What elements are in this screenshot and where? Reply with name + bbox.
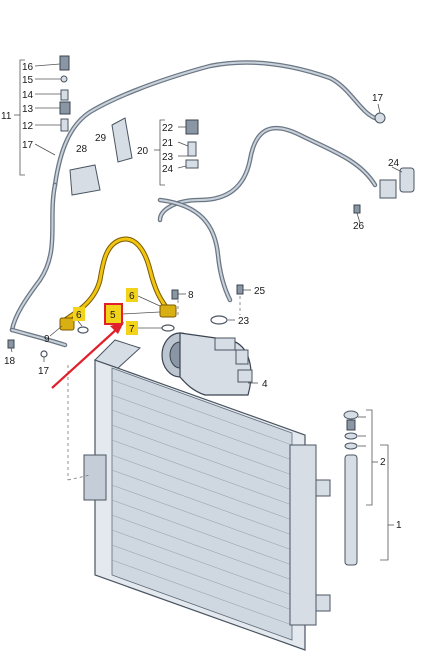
callout-17-lower: 17 bbox=[38, 366, 50, 377]
o-ring-7 bbox=[161, 324, 175, 332]
fitting-18 bbox=[7, 339, 15, 349]
bracket-28 bbox=[69, 164, 101, 196]
callout-5-selected[interactable]: 5 bbox=[104, 303, 123, 325]
callout-24-left: 24 bbox=[162, 164, 174, 175]
callout-23-upper: 23 bbox=[162, 152, 174, 163]
svg-text:7: 7 bbox=[129, 324, 135, 335]
o-ring-17-lower bbox=[40, 350, 48, 358]
fitting-17-top-right bbox=[374, 112, 386, 124]
callout-14: 14 bbox=[22, 90, 34, 101]
bolt-25 bbox=[236, 284, 244, 295]
o-ring-23 bbox=[210, 315, 228, 325]
compressor[interactable] bbox=[161, 332, 253, 396]
callout-6-left: 6 bbox=[73, 307, 85, 321]
receiver-dryer[interactable] bbox=[343, 410, 359, 566]
pressure-switch-24 bbox=[379, 167, 415, 199]
bolt-26 bbox=[353, 204, 361, 214]
callout-1: 1 bbox=[396, 520, 402, 531]
dashed-reference-lines bbox=[67, 296, 241, 481]
callout-20: 20 bbox=[137, 146, 149, 157]
callout-18: 18 bbox=[4, 356, 16, 367]
callout-2: 2 bbox=[380, 457, 386, 468]
leader-lines bbox=[10, 59, 403, 561]
refrigerant-lines bbox=[9, 60, 378, 348]
callout-15: 15 bbox=[22, 75, 34, 86]
callout-28: 28 bbox=[76, 144, 88, 155]
svg-text:5: 5 bbox=[110, 310, 116, 321]
callout-26: 26 bbox=[353, 221, 365, 232]
callout-24-right: 24 bbox=[388, 158, 400, 169]
bracket-29 bbox=[111, 117, 133, 163]
service-valve-parts bbox=[59, 55, 71, 132]
callout-25: 25 bbox=[254, 286, 266, 297]
callout-13: 13 bbox=[22, 104, 34, 115]
bolt-8 bbox=[171, 289, 179, 300]
callout-labels: 1 2 4 5 6 7 6 8 9 11 12 13 14 15 16 17 1… bbox=[1, 62, 402, 531]
callout-11: 11 bbox=[1, 111, 12, 122]
svg-text:6: 6 bbox=[76, 310, 82, 321]
callout-16: 16 bbox=[22, 62, 34, 73]
callout-9: 9 bbox=[44, 334, 50, 345]
callout-29: 29 bbox=[95, 133, 107, 144]
valve-parts-22-24 bbox=[185, 119, 199, 169]
callout-17-right: 17 bbox=[372, 93, 384, 104]
callout-22: 22 bbox=[162, 123, 174, 134]
callout-4: 4 bbox=[262, 379, 268, 390]
callout-7: 7 bbox=[126, 321, 138, 335]
refrigerant-line-5-highlighted[interactable] bbox=[59, 236, 177, 331]
callout-21: 21 bbox=[162, 138, 174, 149]
callout-17-left: 17 bbox=[22, 140, 34, 151]
callout-23-lower: 23 bbox=[238, 316, 250, 327]
callout-6-right: 6 bbox=[126, 288, 138, 302]
callout-12: 12 bbox=[22, 121, 34, 132]
o-ring-6-left bbox=[77, 326, 89, 334]
condenser[interactable] bbox=[83, 339, 331, 651]
callout-8: 8 bbox=[188, 290, 194, 301]
svg-text:6: 6 bbox=[129, 291, 135, 302]
